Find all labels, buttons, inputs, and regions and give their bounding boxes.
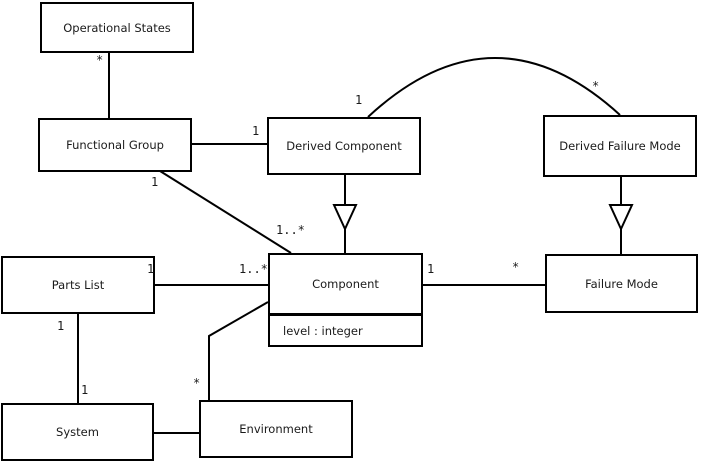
class-box-component: Component level : integer xyxy=(268,253,423,347)
class-box-functional-group: Functional Group xyxy=(38,118,192,172)
class-box-derived-component: Derived Component xyxy=(267,117,421,175)
class-attribute-compartment: level : integer xyxy=(270,316,421,345)
class-box-failure-mode: Failure Mode xyxy=(545,254,698,313)
multiplicity-label-pl-sys-pl-end: 1 xyxy=(57,319,65,333)
class-box-parts-list: Parts List xyxy=(1,256,155,314)
class-box-environment: Environment xyxy=(199,400,353,458)
association-arc-derivedcomponent-derivedfailuremode xyxy=(367,57,621,118)
multiplicity-label-os-fg-os-end: * xyxy=(96,53,104,67)
multiplicity-label-dc-dfm-dfm-end: * xyxy=(592,79,600,93)
multiplicity-label-pl-comp-pl-end: 1 xyxy=(147,262,155,276)
class-name-system: System xyxy=(56,425,99,439)
multiplicity-label-pl-comp-comp-end: 1..* xyxy=(239,262,268,276)
multiplicity-label-dc-dfm-dc-end: 1 xyxy=(355,93,363,107)
association-line-environment-component xyxy=(208,301,269,401)
multiplicity-label-fg-dc-dc-end: 1 xyxy=(252,124,260,138)
class-name-failure-mode: Failure Mode xyxy=(585,276,658,291)
class-name-environment: Environment xyxy=(239,422,313,436)
multiplicity-label-fg-comp-comp-end: 1..* xyxy=(276,223,305,237)
generalization-triangle-icon-component xyxy=(332,204,358,232)
class-name-parts-list: Parts List xyxy=(51,278,105,292)
class-name-derived-component: Derived Component xyxy=(286,139,402,153)
class-box-system: System xyxy=(1,403,154,461)
multiplicity-label-env-comp-env-end: * xyxy=(193,376,201,390)
class-name-compartment: Component xyxy=(270,255,421,316)
multiplicity-label-comp-fm-fm-end: * xyxy=(512,260,520,274)
class-name-operational-states: Operational States xyxy=(63,20,171,35)
class-name-derived-failure-mode: Derived Failure Mode xyxy=(559,139,681,153)
multiplicity-label-comp-fm-comp-end: 1 xyxy=(427,262,435,276)
class-box-operational-states: Operational States xyxy=(40,2,194,53)
association-line-functionalgroup-component xyxy=(159,170,292,254)
class-attribute-level: level : integer xyxy=(283,323,363,338)
multiplicity-label-pl-sys-sys-end: 1 xyxy=(81,383,89,397)
generalization-triangle-icon-failuremode xyxy=(608,204,634,232)
class-name-component: Component xyxy=(312,277,379,291)
class-box-derived-failure-mode: Derived Failure Mode xyxy=(543,115,697,177)
multiplicity-label-fg-comp-fg-end: 1 xyxy=(151,175,159,189)
class-name-functional-group: Functional Group xyxy=(66,138,164,152)
